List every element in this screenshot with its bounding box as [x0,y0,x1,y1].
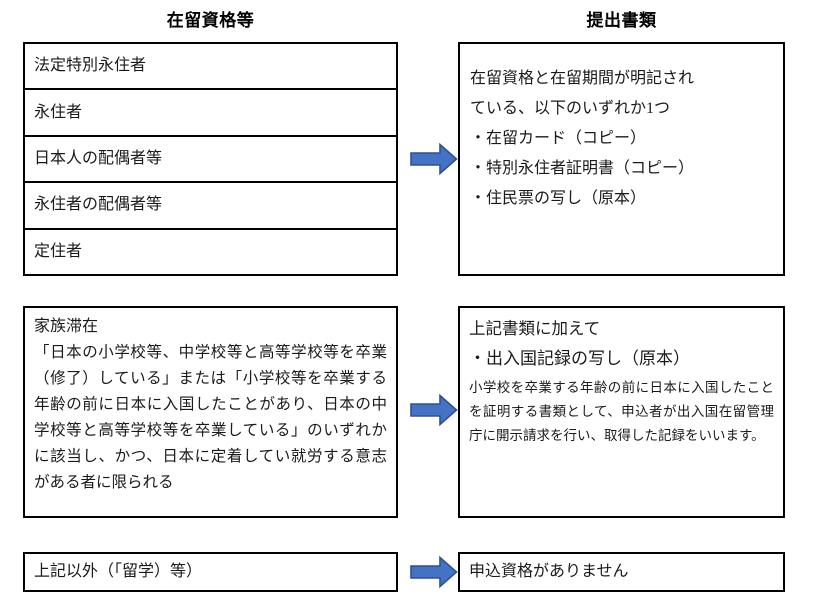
other-status-text: 上記以外（「留学）等） [34,563,203,580]
additional-documents-box: 上記書類に加えて ・出入国記録の写し（原本） 小学校を卒業する年齢の前に日本に入… [458,306,785,518]
documents-text: 在留資格と在留期間が明記され ている、以下のいずれか1つ ・在留カード（コピー）… [470,70,695,207]
status-list-item: 永住者の配偶者等 [25,183,396,230]
right-arrow-icon [410,394,458,426]
status-list-item: 永住者 [25,90,396,137]
status-list-item: 法定特別永住者 [25,44,396,91]
family-stay-title: 家族滞在 [34,318,99,335]
family-stay-box: 家族滞在 「日本の小学校等、中学校等と高等学校等を卒業（修了）している」または「… [23,306,398,518]
additional-documents-heading: 上記書類に加えて [469,319,601,338]
right-arrow-icon [410,556,458,588]
right-arrow-icon [410,143,458,175]
family-stay-description: 「日本の小学校等、中学校等と高等学校等を卒業（修了）している」または「小学校等を… [34,344,387,491]
additional-documents-item: ・出入国記録の写し（原本） [469,349,690,368]
column-header-documents: 提出書類 [586,11,657,30]
additional-documents-note: 小学校を卒業する年齢の前に日本に入国したことを証明する書類として、申込者が出入国… [469,380,774,443]
status-list-table: 法定特別永住者 永住者 日本人の配偶者等 永住者の配偶者等 定住者 [23,42,398,276]
documents-box-section1: 在留資格と在留期間が明記され ている、以下のいずれか1つ ・在留カード（コピー）… [458,42,785,276]
column-header-status: 在留資格等 [166,11,255,30]
not-eligible-text: 申込資格がありません [469,563,629,580]
status-list-item: 定住者 [34,242,83,260]
other-status-box: 上記以外（「留学）等） [23,552,398,592]
not-eligible-box: 申込資格がありません [458,552,785,592]
status-list-item: 日本人の配偶者等 [25,137,396,184]
